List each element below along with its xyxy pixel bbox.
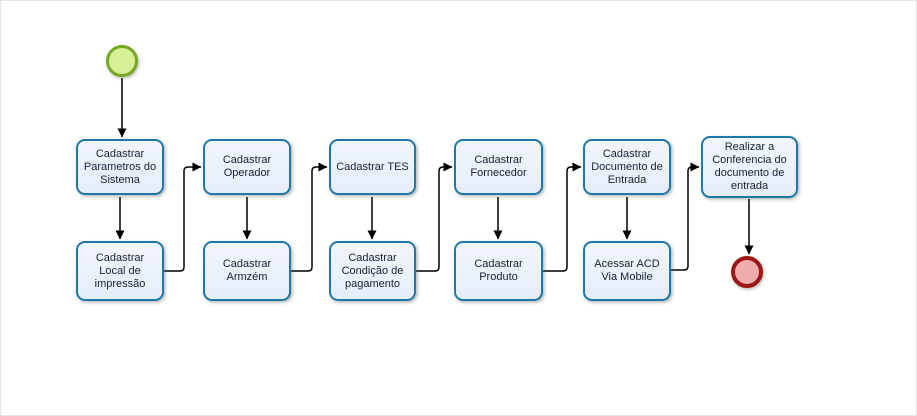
flow-acd-to-conferencia [671,162,700,271]
task-label: Cadastrar TES [336,160,409,173]
task-cadastrar-armzem: Cadastrar Armzém [203,241,291,301]
flow-armzem-to-tes [291,162,328,272]
task-cadastrar-fornecedor: Cadastrar Fornecedor [454,139,543,195]
task-label: Cadastrar Armzém [222,258,272,283]
task-label: Cadastrar Documento de Entrada [591,147,663,186]
task-label: Acessar ACD Via Mobile [594,258,660,283]
flow-local-to-operador [164,162,202,272]
task-label: Realizar a Conferencia do documento de e… [712,141,787,192]
task-label: Cadastrar Parametros do Sistema [83,147,157,186]
task-label: Cadastrar Local de impressão [94,251,146,290]
start-event [106,45,138,77]
task-cadastrar-produto: Cadastrar Produto [454,241,543,301]
task-acessar-acd-via-mobile: Acessar ACD Via Mobile [583,241,671,301]
task-cadastrar-tes: Cadastrar TES [329,139,416,195]
flow-produto-to-documento [543,162,582,272]
task-label: Cadastrar Operador [222,154,272,179]
task-cadastrar-operador: Cadastrar Operador [203,139,291,195]
task-label: Cadastrar Produto [474,258,523,283]
task-label: Cadastrar Condição de pagamento [341,251,404,290]
task-cadastrar-local-de-impressao: Cadastrar Local de impressão [76,241,164,301]
end-event [731,256,763,288]
task-realizar-conferencia-documento-entrada: Realizar a Conferencia do documento de e… [701,136,798,198]
flow-condicao-to-fornecedor [416,162,453,272]
task-cadastrar-parametros-do-sistema: Cadastrar Parametros do Sistema [76,139,164,195]
task-cadastrar-documento-de-entrada: Cadastrar Documento de Entrada [583,139,671,195]
task-label: Cadastrar Fornecedor [470,154,527,179]
task-cadastrar-condicao-de-pagamento: Cadastrar Condição de pagamento [329,241,416,301]
